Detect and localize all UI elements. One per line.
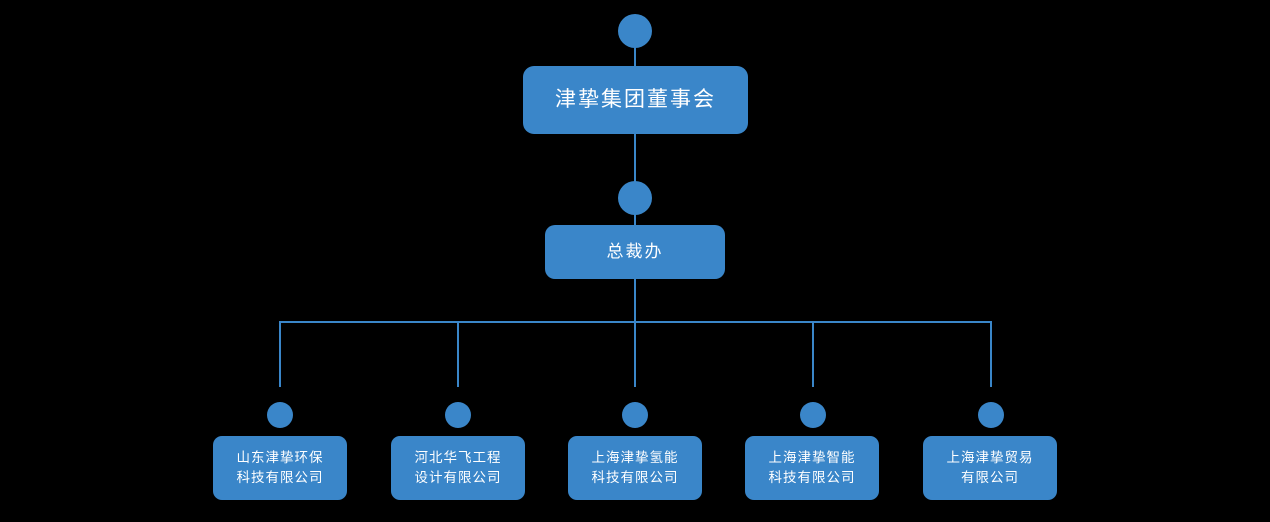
- connector-drop-leaf-2: [457, 321, 459, 387]
- connector-root-dot-to-root-box: [634, 31, 636, 71]
- connector-drop-leaf-3: [634, 321, 636, 387]
- leaf-node-box-5[interactable]: 上海津挚贸易 有限公司: [923, 436, 1057, 500]
- connector-drop-leaf-5: [990, 321, 992, 387]
- connector-level2-to-bus: [634, 279, 636, 322]
- leaf-node-box-2[interactable]: 河北华飞工程 设计有限公司: [391, 436, 525, 500]
- leaf-node-dot-5: [978, 402, 1004, 428]
- connector-drop-leaf-4: [812, 321, 814, 387]
- connector-drop-leaf-1: [279, 321, 281, 387]
- connector-root-to-level2: [634, 134, 636, 182]
- root-node-box[interactable]: 津挚集团董事会: [523, 66, 748, 134]
- leaf-node-box-1[interactable]: 山东津挚环保 科技有限公司: [213, 436, 347, 500]
- leaf-node-dot-1: [267, 402, 293, 428]
- leaf-node-box-4[interactable]: 上海津挚智能 科技有限公司: [745, 436, 879, 500]
- leaf-node-dot-3: [622, 402, 648, 428]
- level2-node-box[interactable]: 总裁办: [545, 225, 725, 279]
- leaf-node-dot-2: [445, 402, 471, 428]
- connector-level2-dot-to-level2-box: [634, 198, 636, 228]
- leaf-node-dot-4: [800, 402, 826, 428]
- leaf-node-box-3[interactable]: 上海津挚氢能 科技有限公司: [568, 436, 702, 500]
